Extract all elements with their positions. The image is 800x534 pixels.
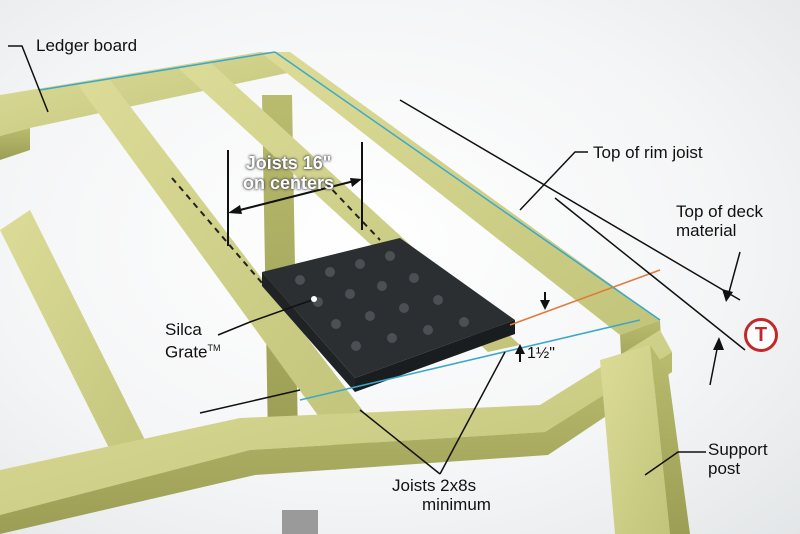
support-post [600, 345, 670, 534]
left-brace [0, 210, 160, 470]
support-post-label: Support post [708, 440, 768, 478]
beam [0, 330, 672, 515]
offset-dimension-label: 1½" [527, 345, 555, 362]
top-marker-badge: T [744, 318, 778, 352]
ledger-board-label: Ledger board [36, 36, 138, 55]
joist-spacing-label: Joists 16" on centers [243, 153, 335, 193]
top-of-rim-joist-label: Top of rim joist [593, 143, 703, 162]
grate-cells [295, 251, 469, 351]
spacing-dimension [231, 179, 359, 213]
rim-top-line [274, 51, 661, 321]
top-of-deck-material-label: Top of deck material [676, 202, 763, 240]
footing [282, 510, 318, 534]
joist [78, 80, 370, 432]
deck-top-line [509, 269, 661, 326]
rim-joist [260, 52, 660, 335]
silca-grate-label: Silca GrateTM [165, 320, 221, 362]
joist-size-label: Joists 2x8s minimum [392, 476, 491, 514]
